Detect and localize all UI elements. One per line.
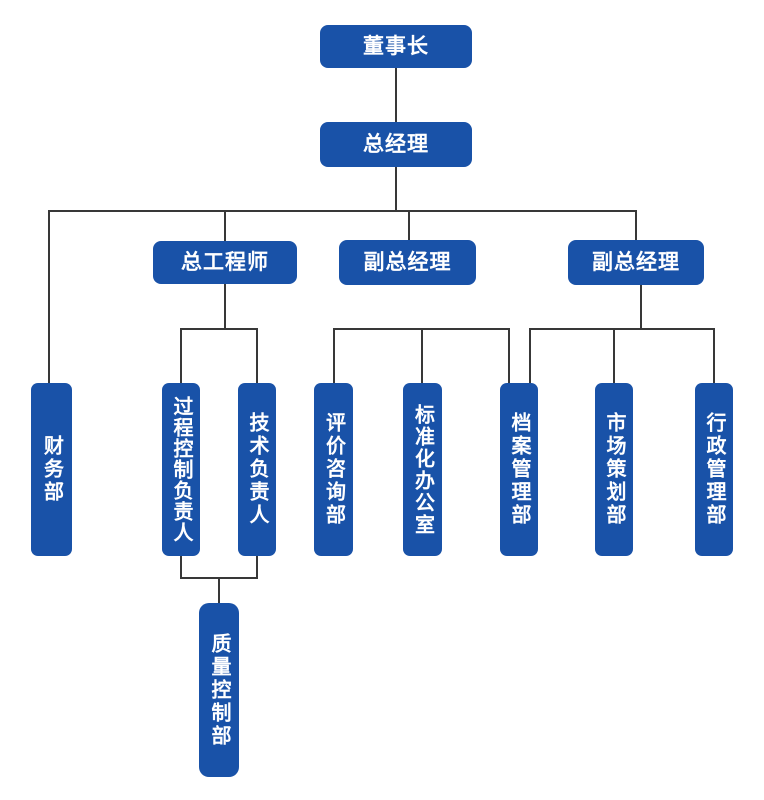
connector-drop-quality: [218, 577, 220, 603]
node-evaluation-consulting-dept: 评价咨询部: [314, 383, 353, 556]
connector-chairman-gm: [395, 68, 397, 122]
node-finance-dept: 财务部: [31, 383, 72, 556]
connector-drop-deputy-gm-1: [408, 210, 410, 240]
node-technical-lead: 技术负责人: [238, 383, 276, 556]
connector-drop-deputy-gm-2: [635, 210, 637, 240]
connector-drop-archives-right: [529, 328, 531, 383]
connector-drop-chief-engineer: [224, 210, 226, 241]
node-process-control-lead: 过程控制负责人: [162, 383, 200, 556]
connector-drop-marketing: [613, 328, 615, 383]
node-deputy-gm-2: 副总经理: [568, 240, 704, 285]
connector-technical-down: [256, 556, 258, 579]
connector-bus-chief-engineer: [180, 328, 258, 330]
connector-drop-admin: [713, 328, 715, 383]
connector-bus-deputy-gm-2: [529, 328, 715, 330]
connector-deputy-gm-2-bus: [640, 285, 642, 330]
node-deputy-gm-1: 副总经理: [339, 240, 476, 285]
connector-drop-process-control: [180, 328, 182, 383]
connector-drop-evaluation: [333, 328, 335, 383]
connector-gm-mainbus: [395, 167, 397, 210]
connector-drop-finance: [48, 210, 50, 383]
node-chairman: 董事长: [320, 25, 472, 68]
connector-main-bus: [48, 210, 637, 212]
connector-drop-archives-left: [508, 328, 510, 383]
node-admin-dept: 行政管理部: [695, 383, 733, 556]
connector-chief-engineer-bus: [224, 284, 226, 330]
connector-drop-standardization: [421, 328, 423, 383]
node-chief-engineer: 总工程师: [153, 241, 297, 284]
node-general-manager: 总经理: [320, 122, 472, 167]
node-marketing-dept: 市场策划部: [595, 383, 633, 556]
node-quality-control-dept: 质量控制部: [199, 603, 239, 777]
node-archives-dept: 档案管理部: [500, 383, 538, 556]
node-standardization-office: 标准化办公室: [403, 383, 442, 556]
connector-process-control-down: [180, 556, 182, 579]
connector-drop-technical: [256, 328, 258, 383]
